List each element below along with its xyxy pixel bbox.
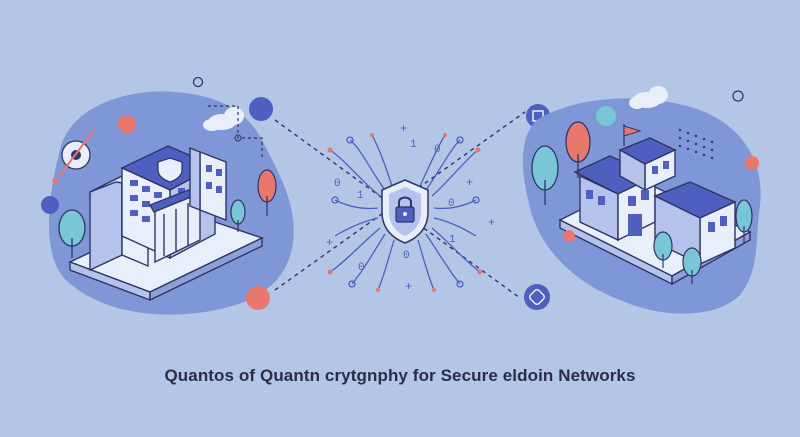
- circuit-lines: [329, 134, 481, 291]
- dot: [596, 106, 616, 126]
- circuit-dots: [327, 133, 483, 292]
- left-side-wing: [189, 146, 227, 222]
- badge-icon: [157, 157, 183, 183]
- tree-icon: [565, 121, 591, 178]
- flag-icon: [623, 124, 642, 146]
- tree-icon: [58, 209, 86, 258]
- tree-icon: [682, 247, 702, 284]
- plus-mark: +: [405, 279, 412, 293]
- dot: [118, 115, 136, 133]
- right-scene: [522, 86, 761, 314]
- padlock-icon: [395, 196, 415, 223]
- dot: [563, 230, 575, 242]
- tree-icon: [257, 169, 277, 216]
- right-side-wing: [653, 181, 737, 266]
- tree-icon: [230, 199, 246, 232]
- dot: [732, 90, 744, 102]
- cloud-icon: [629, 86, 668, 109]
- node-navy: [249, 97, 273, 121]
- left-main-building: [120, 145, 217, 264]
- binary-digit: 0: [334, 178, 341, 190]
- left-scene: [41, 76, 294, 315]
- binary-digit: 1: [449, 234, 456, 246]
- tree-icon: [735, 199, 753, 244]
- dot: [52, 178, 58, 184]
- node-coral: [246, 286, 270, 310]
- dot: [41, 196, 59, 214]
- cloud-icon: [203, 107, 244, 131]
- plus-marks: + + + + +: [326, 121, 495, 293]
- right-main-house: [573, 137, 677, 242]
- tree-icon: [531, 145, 559, 205]
- caption: Quantos of Quantn crytgnphy for Secure e…: [164, 366, 636, 385]
- binary-digit: 0: [434, 144, 441, 156]
- plus-mark: +: [326, 235, 333, 249]
- shield-lock-icon: [381, 179, 429, 244]
- circuit-nodes: [331, 136, 480, 288]
- binary-digit: 0: [448, 198, 455, 210]
- dot: [745, 156, 759, 170]
- dot-grid: [678, 128, 714, 160]
- target-icon: [59, 129, 95, 176]
- binary-digit: 0: [403, 250, 410, 262]
- plus-mark: +: [466, 175, 473, 189]
- tree-icon: [653, 231, 673, 268]
- binary-digit: 0: [358, 262, 365, 274]
- binary-digit: 1: [410, 139, 417, 151]
- plus-mark: +: [400, 121, 407, 135]
- node-ring: [524, 284, 550, 310]
- binary-digit: 1: [357, 190, 364, 202]
- binary-digits: 0 0 0 0 0 1 1 1: [334, 139, 456, 274]
- dot: [192, 76, 204, 88]
- plus-mark: +: [488, 215, 495, 229]
